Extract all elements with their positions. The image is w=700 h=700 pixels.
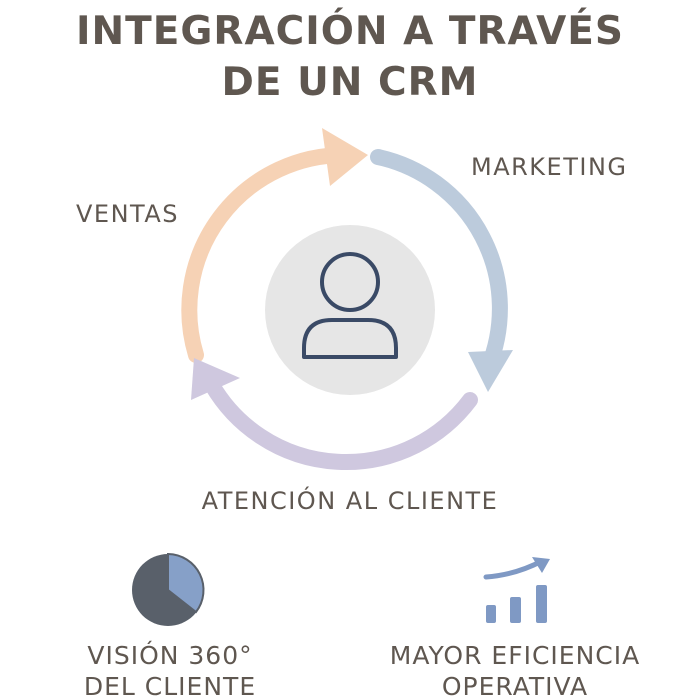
growth-chart-icon [483,557,550,623]
benefit-1-line-2: DEL CLIENTE [83,672,257,700]
cycle-arc-marketing [370,149,508,376]
benefit-2-line-1: MAYOR EFICIENCIA [389,641,641,670]
arrowhead-ventas [322,128,368,186]
arrowhead-atencion [191,358,240,400]
stage-label-marketing: MARKETING [471,153,628,181]
title-line-1: INTEGRACIÓN A TRAVÉS [76,9,624,54]
cycle-arc-ventas [181,146,353,363]
benefit-2-line-2: OPERATIVA [441,672,589,700]
benefit-label-vision: VISIÓN 360° DEL CLIENTE [40,640,300,700]
stage-label-ventas: VENTAS [76,200,179,228]
benefit-1-line-1: VISIÓN 360° [87,641,253,670]
page-title: INTEGRACIÓN A TRAVÉS DE UN CRM [0,6,700,108]
stage-label-atencion: ATENCIÓN AL CLIENTE [201,487,499,515]
cycle-arc-atencion [204,377,478,471]
pie-chart-icon [132,552,205,626]
benefit-label-eficiencia: MAYOR EFICIENCIA OPERATIVA [370,640,660,700]
user-icon [302,252,398,359]
arrowhead-marketing [468,350,513,392]
title-line-2: DE UN CRM [221,60,479,105]
